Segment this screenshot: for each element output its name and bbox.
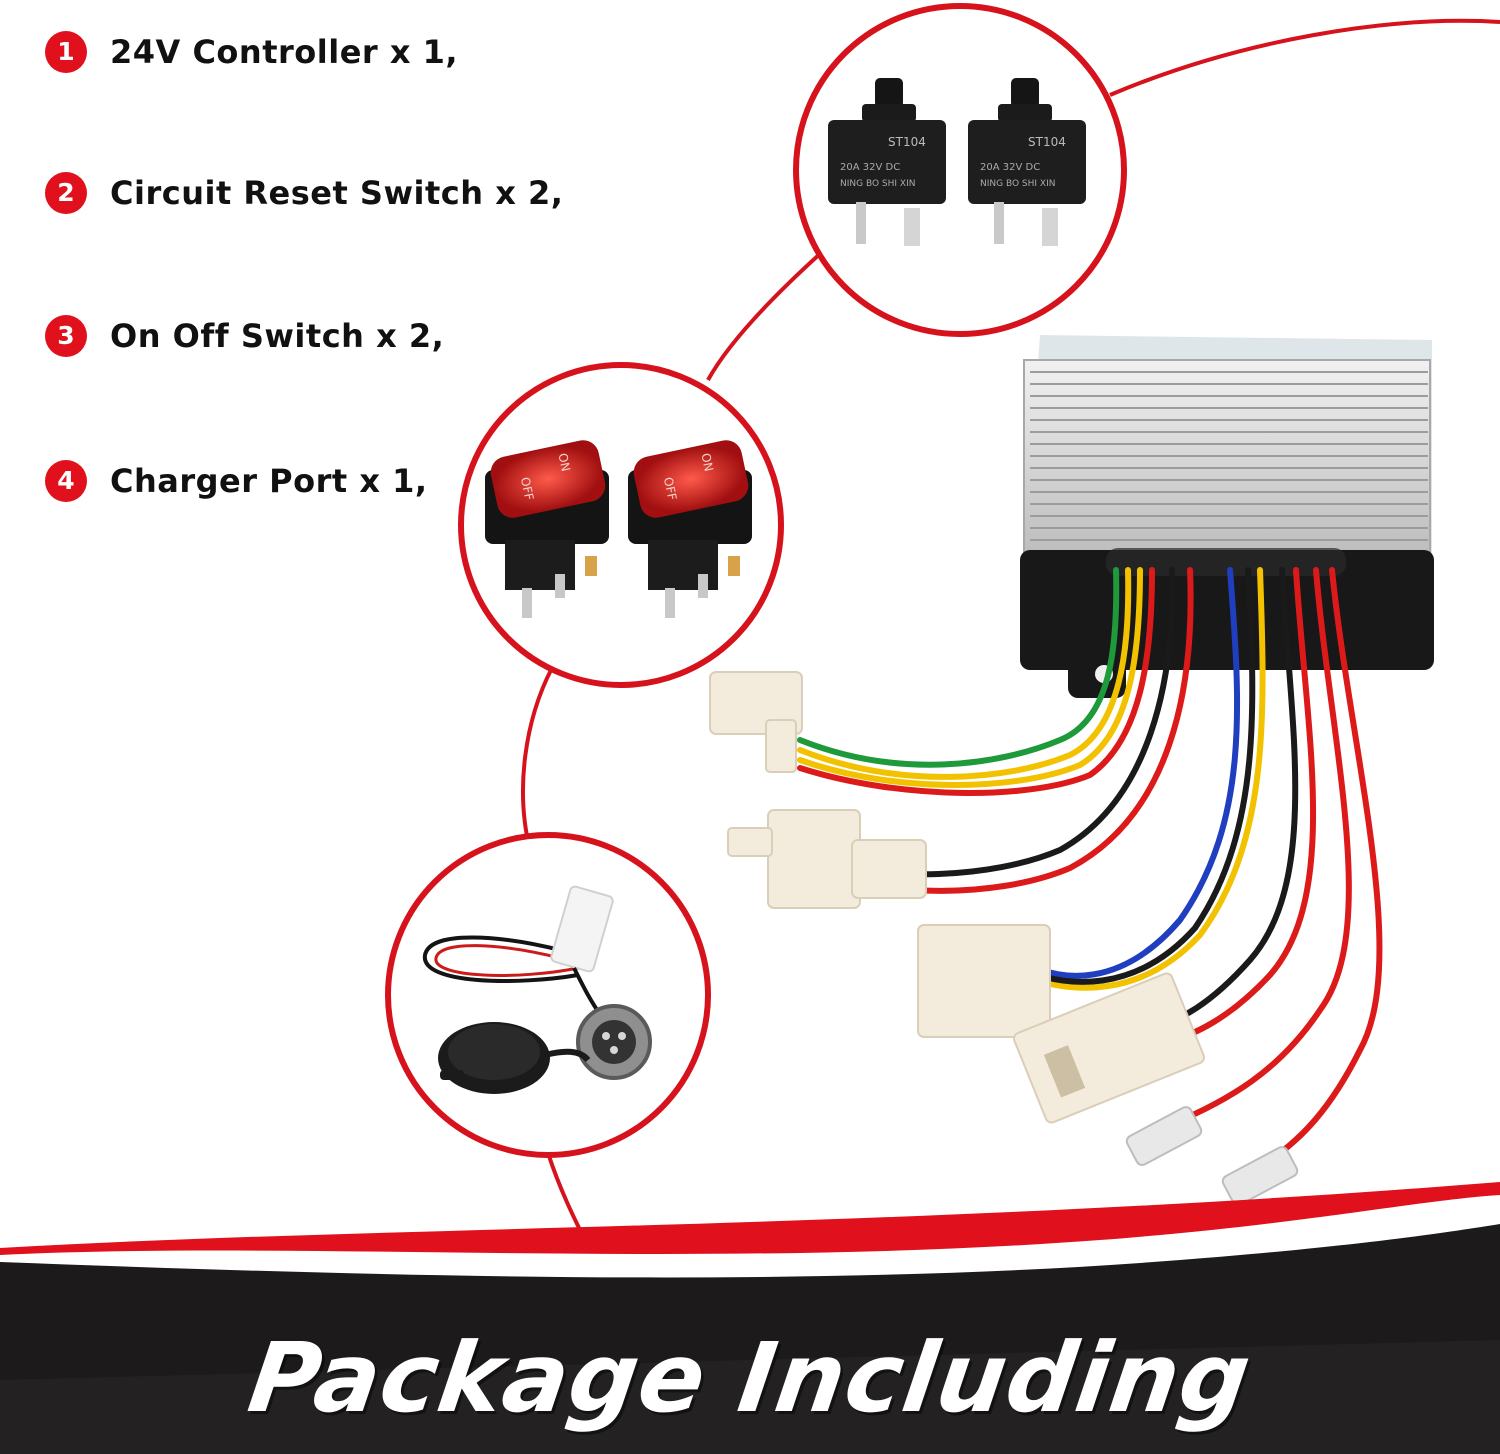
reset-switch-illustration: ST104 20A 32V DC NING BO SHI XIN ST104 2… bbox=[828, 78, 1086, 246]
charger-port-illustration bbox=[422, 885, 652, 1094]
wire-connectors bbox=[709, 671, 1299, 1206]
rocker-on-label: ON bbox=[698, 452, 716, 473]
breaker-rating-label: 20A 32V DC bbox=[980, 162, 1040, 173]
list-item-number: 4 bbox=[57, 466, 75, 495]
rocker-switch-callout: ON OFF ON OFF bbox=[458, 362, 784, 688]
list-item-number: 1 bbox=[57, 37, 75, 66]
rocker-on-label: ON bbox=[555, 452, 573, 473]
charger-port-callout bbox=[385, 832, 711, 1158]
rocker-switch-illustration: ON OFF ON OFF bbox=[485, 440, 752, 618]
controller-illustration bbox=[1020, 335, 1434, 698]
list-item-label: Charger Port x 1, bbox=[110, 462, 428, 500]
list-item: 1 24V Controller x 1, bbox=[44, 22, 458, 82]
breaker-model-label: ST104 bbox=[1028, 135, 1066, 149]
rocker-off-label: OFF bbox=[518, 476, 537, 502]
rocker-off-label: OFF bbox=[661, 476, 680, 502]
banner-background bbox=[0, 1182, 1500, 1454]
list-item-label: Circuit Reset Switch x 2, bbox=[110, 174, 564, 212]
list-item-number: 2 bbox=[57, 178, 75, 207]
list-item: 2 Circuit Reset Switch x 2, bbox=[44, 163, 563, 223]
number-badge-icon: 4 bbox=[44, 459, 88, 503]
number-badge-icon: 3 bbox=[44, 314, 88, 358]
number-badge-icon: 1 bbox=[44, 30, 88, 74]
reset-switch-callout: ST104 20A 32V DC NING BO SHI XIN ST104 2… bbox=[793, 3, 1127, 337]
breaker-maker-label: NING BO SHI XIN bbox=[840, 179, 915, 189]
list-item-label: 24V Controller x 1, bbox=[110, 33, 459, 71]
list-item: 3 On Off Switch x 2, bbox=[44, 306, 444, 366]
breaker-model-label: ST104 bbox=[888, 135, 926, 149]
list-item-number: 3 bbox=[57, 321, 75, 350]
list-item-label: On Off Switch x 2, bbox=[110, 317, 445, 355]
banner-title: Package Including bbox=[242, 1322, 1258, 1434]
breaker-maker-label: NING BO SHI XIN bbox=[980, 179, 1055, 189]
number-badge-icon: 2 bbox=[44, 171, 88, 215]
list-item: 4 Charger Port x 1, bbox=[44, 451, 428, 511]
breaker-rating-label: 20A 32V DC bbox=[840, 162, 900, 173]
